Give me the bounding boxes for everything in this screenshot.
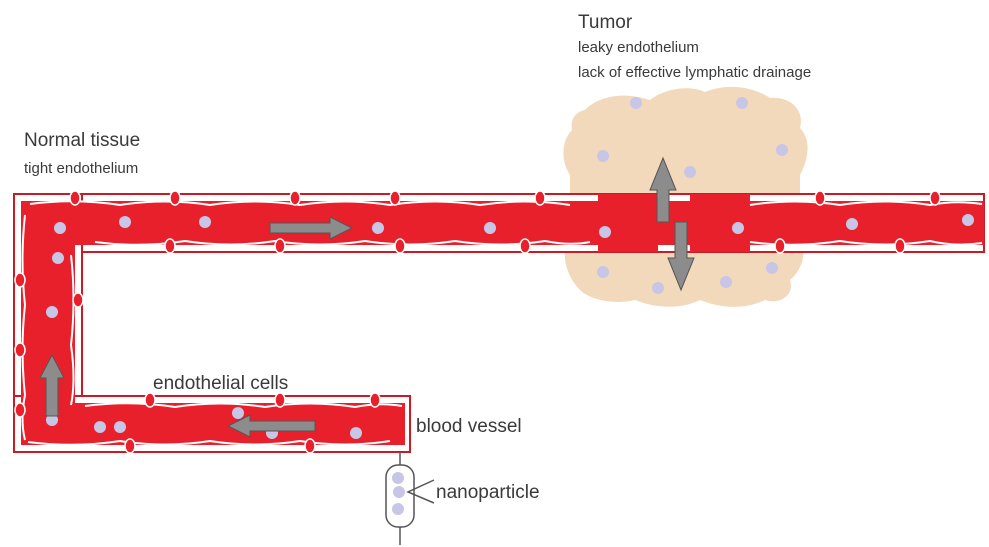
endothelial-cells-label: endothelial cells xyxy=(153,373,288,395)
tumor-line1: leaky endothelium xyxy=(578,39,699,56)
blood-vessel xyxy=(14,194,984,452)
nanoparticle-capsule xyxy=(386,452,434,545)
blood-vessel-label: blood vessel xyxy=(416,416,522,438)
tumor-title: Tumor xyxy=(578,12,632,34)
normal-tissue-sub: tight endothelium xyxy=(24,160,138,177)
tumor-line2: lack of effective lymphatic drainage xyxy=(578,64,811,81)
normal-tissue-title: Normal tissue xyxy=(24,130,140,152)
nanoparticle-label: nanoparticle xyxy=(436,482,540,504)
